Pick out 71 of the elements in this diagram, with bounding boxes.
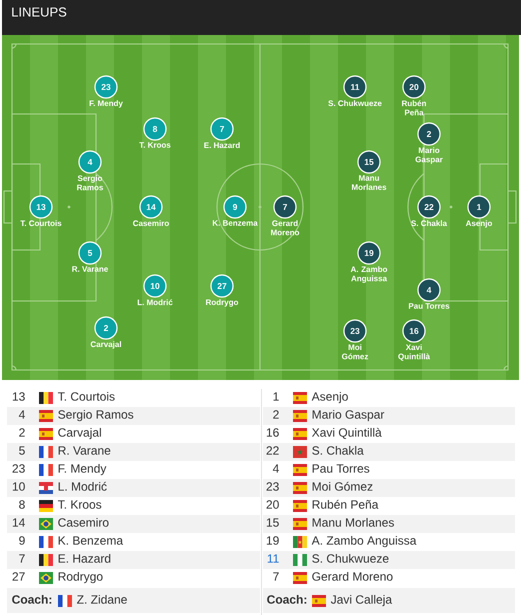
shirt-number: 10: [12, 482, 25, 491]
player-name: Gerard Moreno: [271, 220, 300, 236]
player-name: Gerard Moreno: [312, 572, 393, 581]
player-name: A. Zambo Anguissa: [312, 536, 416, 548]
player-name: Rubén Peña: [312, 500, 378, 509]
player-name: K. Benzema: [212, 220, 258, 226]
shirt-number: 8: [19, 500, 25, 509]
player-name: S. Chakla: [312, 446, 364, 455]
player-name: L. Modrić: [58, 482, 107, 491]
shirt-number: 11: [268, 554, 279, 563]
shirt-number: 7: [273, 572, 279, 581]
coach-name: Z. Zidane: [77, 594, 127, 604]
shirt-number: 9: [19, 536, 25, 545]
player-name: Moi Gómez: [342, 344, 368, 360]
player-name: Mario Gaspar: [416, 147, 443, 164]
player-name: L. Modrić: [138, 299, 173, 306]
player-name: E. Hazard: [204, 142, 240, 148]
player-name: F. Mendy: [90, 100, 123, 108]
player-name: Moi Gómez: [312, 482, 372, 491]
player-name: Sergio Ramos: [58, 410, 134, 422]
player-name: Carvajal: [58, 428, 101, 440]
shirt-number: 2: [273, 410, 279, 419]
player-name: Rubén Peña: [402, 100, 426, 116]
shirt-number: 15: [266, 518, 279, 527]
player-name: S. Chakla: [411, 220, 448, 226]
player-name: Manu Morlanes: [312, 518, 394, 527]
player-name: A. Zambo Anguissa: [350, 266, 388, 283]
player-name: Xavi Quintillà: [312, 428, 382, 439]
coach-label: Coach:: [267, 594, 306, 604]
player-name: Manu Morlanes: [352, 175, 386, 190]
shirt-number: 5: [19, 446, 25, 455]
shirt-number: 7: [19, 554, 25, 563]
shirt-number: 14: [12, 518, 25, 527]
shirt-number: 23: [266, 482, 279, 491]
player-name: Pau Torres: [408, 303, 450, 309]
player-name: F. Mendy: [58, 464, 106, 476]
player-name: S. Chukwueze: [328, 100, 382, 106]
shirt-number: 20: [266, 500, 279, 509]
coach-label: Coach:: [12, 594, 52, 604]
player-name: T. Kroos: [139, 142, 170, 148]
shirt-number: 2: [19, 428, 25, 437]
player-name: T. Kroos: [58, 500, 102, 509]
shirt-number: 27: [12, 572, 25, 581]
shirt-number: 1: [274, 392, 279, 401]
player-name: Asenjo: [466, 220, 492, 228]
shirt-number: 19: [266, 536, 279, 545]
player-name: Pau Torres: [312, 464, 370, 473]
coach-name: Javi Calleja: [330, 594, 392, 606]
player-name: Mario Gaspar: [312, 410, 384, 422]
shirt-number: 23: [12, 464, 25, 473]
player-name: T. Courtois: [58, 392, 115, 401]
player-name: T. Courtois: [20, 220, 62, 226]
player-name: S. Chukwueze: [312, 554, 388, 563]
player-name: Carvajal: [90, 341, 121, 349]
shirt-number: 13: [12, 392, 25, 401]
shirt-number: 22: [266, 446, 279, 455]
shirt-number: 16: [266, 428, 279, 437]
player-name: Rodrygo: [58, 572, 103, 584]
player-name: R. Varane: [58, 446, 110, 455]
title-bar: LINEUPS: [2, 0, 521, 35]
player-name: Sergio Ramos: [77, 175, 103, 190]
player-name: Xavi Quintillà: [398, 344, 430, 361]
shirt-number: 4: [272, 464, 279, 473]
player-name: Casemiro: [133, 220, 169, 226]
player-name: R. Varane: [72, 266, 108, 272]
shirt-number: 4: [18, 410, 25, 419]
player-name: Rodrygo: [206, 299, 238, 307]
player-name: E. Hazard: [58, 554, 110, 563]
player-name: K. Benzema: [58, 536, 124, 545]
player-name: Casemiro: [58, 518, 109, 527]
player-name: Asenjo: [312, 392, 348, 404]
